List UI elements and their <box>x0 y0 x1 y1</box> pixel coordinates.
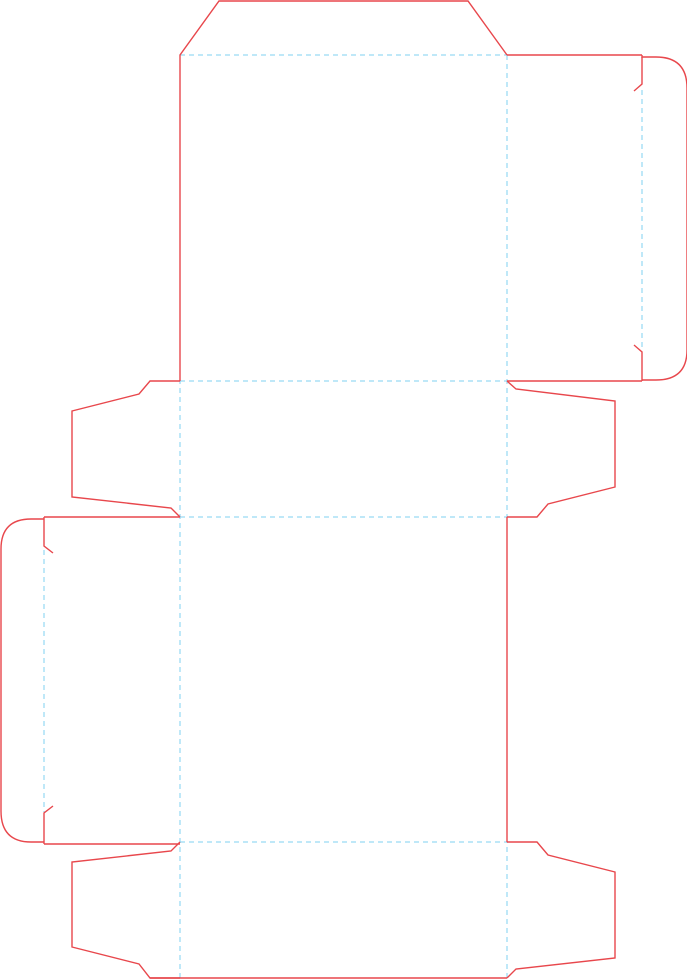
right-dust-flap-lower-outline <box>506 841 616 979</box>
right-glue-tab-outline <box>641 55 687 381</box>
right-dust-flap-upper-outline <box>506 380 616 518</box>
top-tuck-flap-outline <box>179 0 508 381</box>
left-glue-tab-outline <box>0 518 44 843</box>
right-side-panel-notch-bottom <box>633 344 643 381</box>
left-dust-flap-upper-outline <box>71 380 181 518</box>
left-dust-flap-lower-outline <box>71 841 181 979</box>
left-side-panel-notch-top <box>43 517 54 554</box>
right-side-panel-notch-top <box>633 57 643 92</box>
left-side-panel-notch-bottom <box>43 805 54 844</box>
